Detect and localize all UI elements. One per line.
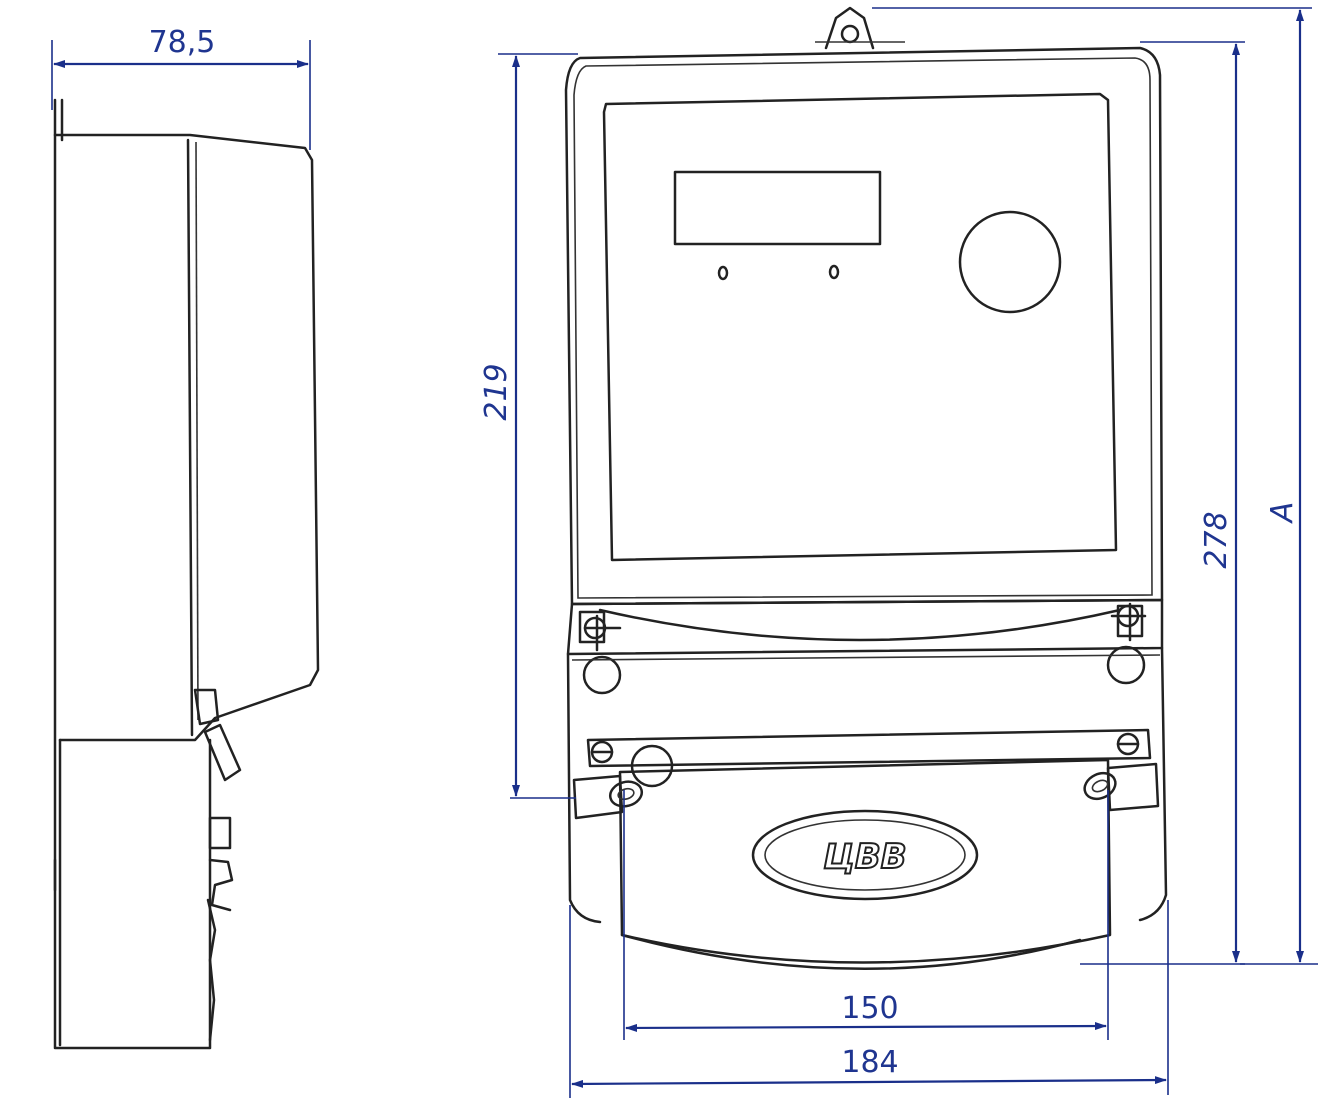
side-body [53, 133, 320, 742]
hanging-hook [824, 6, 875, 50]
lcd-display [673, 170, 882, 246]
dim-label-side-depth: 78,5 [149, 25, 216, 60]
dim-mount-width: 150 [623, 790, 1109, 1040]
logo-text: ЦBB [823, 837, 906, 877]
dim-label-height-a: A [1265, 502, 1300, 525]
dim-label-overall-height: 278 [1199, 511, 1234, 568]
right-cover-fixing [1083, 771, 1117, 801]
dim-label-overall-width: 184 [841, 1045, 898, 1080]
meter-cover [564, 46, 1164, 606]
side-seal [203, 723, 242, 782]
manufacturer-logo: ЦBB [751, 809, 979, 901]
right-cover-seal [1106, 645, 1146, 685]
side-back-plate [53, 98, 212, 1050]
meter-window [602, 92, 1118, 562]
led-indicator-2 [828, 264, 840, 280]
terminal-seal [630, 744, 674, 788]
dim-label-mount-width: 150 [841, 991, 898, 1026]
dim-height-a: A [872, 7, 1318, 965]
optical-port [958, 210, 1062, 314]
cover-band [566, 598, 1164, 656]
dim-cover-height: 219 [479, 53, 578, 799]
dim-label-cover-height: 219 [479, 363, 514, 420]
terminal-strip [586, 728, 1152, 768]
led-indicator-1 [717, 265, 729, 281]
left-cover-seal [582, 655, 622, 695]
side-view [53, 98, 320, 1050]
dim-overall-width: 184 [569, 900, 1169, 1098]
front-view: ЦBB [564, 6, 1168, 970]
dim-side-depth: 78,5 [51, 25, 311, 150]
left-cover-fixing [608, 780, 644, 808]
